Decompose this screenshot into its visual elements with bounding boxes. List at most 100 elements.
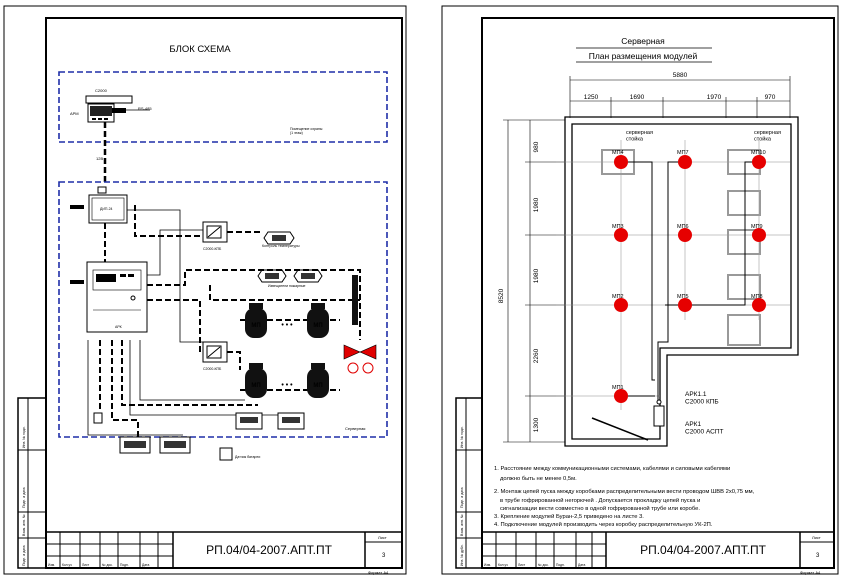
svg-text:980: 980 bbox=[533, 141, 540, 152]
svg-text:Подп. и дата: Подп. и дата bbox=[22, 545, 26, 566]
bottom-zone bbox=[58, 181, 388, 438]
svg-text:Формат А4: Формат А4 bbox=[800, 570, 821, 575]
svg-text:МП3: МП3 bbox=[612, 224, 624, 230]
kpb-module-1 bbox=[202, 221, 228, 243]
right-stamp-column: Инв. № подл. Подп. и дата Взам. инв. № И… bbox=[455, 397, 483, 569]
modules-layer: МП4 МП7 МП10 МП3 МП6 МП9 МП2 МП5 МП8 МП1 bbox=[612, 150, 766, 403]
svg-text:Взам. инв. №: Взам. инв. № bbox=[22, 514, 26, 536]
right-subtitle: План размещения модулей bbox=[589, 51, 698, 61]
svg-text:Подп.: Подп. bbox=[556, 563, 565, 567]
svg-text:3: 3 bbox=[382, 553, 386, 559]
left-sheet: БЛОК СХЕМА Помещение охраны (1 этаж) С20… bbox=[3, 5, 407, 575]
svg-text:Изм.: Изм. bbox=[484, 563, 491, 567]
junction-box bbox=[653, 405, 665, 427]
svg-text:3. Крепление модулей Буран-2,5: 3. Крепление модулей Буран-2,5 приведено… bbox=[494, 513, 644, 520]
svg-text:2260: 2260 bbox=[533, 348, 540, 363]
svg-text:ДИП-24: ДИП-24 bbox=[100, 207, 113, 211]
bottom-devices bbox=[93, 412, 305, 461]
svg-text:должно быть не менее 0,5м.: должно быть не менее 0,5м. bbox=[500, 476, 577, 482]
svg-text:С2000-КПБ: С2000-КПБ bbox=[203, 247, 222, 251]
svg-text:3: 3 bbox=[816, 553, 820, 559]
svg-text:1980: 1980 bbox=[533, 197, 540, 212]
left-title-block: Изм. Кол.уч Лист № док. Подп. Дата РП.04… bbox=[45, 531, 403, 575]
svg-text:Серверная: Серверная bbox=[345, 426, 365, 431]
main-panel bbox=[86, 261, 148, 333]
svg-text:• • •: • • • bbox=[281, 382, 293, 389]
svg-text:1970: 1970 bbox=[707, 94, 722, 101]
svg-text:12В: 12В bbox=[96, 156, 103, 161]
busbar bbox=[352, 275, 358, 325]
right-doc-code: РП.04/04-2007.АПТ.ПТ bbox=[640, 543, 766, 557]
svg-text:1980: 1980 bbox=[533, 268, 540, 283]
svg-text:RS-485: RS-485 bbox=[138, 106, 152, 111]
left-doc-code: РП.04/04-2007.АПТ.ПТ bbox=[206, 543, 332, 557]
top-zone bbox=[58, 71, 388, 143]
svg-text:Подп. и дата: Подп. и дата bbox=[460, 487, 464, 508]
svg-text:МП9: МП9 bbox=[751, 224, 763, 230]
right-title-block: Изм. Кол.уч Лист № док. Подп. Дата РП.04… bbox=[481, 531, 835, 575]
svg-text:Лист: Лист bbox=[82, 563, 90, 567]
svg-text:сигнализации вести совместно в: сигнализации вести совместно в одной гоф… bbox=[500, 505, 700, 512]
svg-text:• • •: • • • bbox=[281, 322, 293, 329]
svg-text:Инв. № подл.: Инв. № подл. bbox=[22, 426, 26, 448]
mp-modules: МП МП МП МП • • • • • • bbox=[245, 303, 329, 398]
svg-text:МП10: МП10 bbox=[751, 150, 766, 156]
svg-text:АРК: АРК bbox=[115, 325, 123, 329]
room-walls bbox=[564, 116, 799, 447]
svg-text:1300: 1300 bbox=[533, 417, 540, 432]
svg-text:МП6: МП6 bbox=[677, 224, 689, 230]
svg-text:970: 970 bbox=[765, 94, 776, 101]
svg-text:Дата: Дата bbox=[142, 563, 149, 567]
computer-icon bbox=[85, 95, 133, 123]
svg-text:Формат А4: Формат А4 bbox=[368, 570, 389, 575]
svg-text:Инв. № дубл.: Инв. № дубл. bbox=[460, 544, 464, 566]
svg-text:Лист: Лист bbox=[812, 535, 821, 540]
svg-text:Подп. и дата: Подп. и дата bbox=[22, 487, 26, 508]
svg-text:5880: 5880 bbox=[673, 72, 688, 79]
notes: 1. Расстояние между коммуникационными си… bbox=[494, 466, 755, 528]
svg-text:МП7: МП7 bbox=[677, 150, 689, 156]
smoke-detectors bbox=[257, 269, 323, 283]
svg-text:МП: МП bbox=[313, 323, 322, 329]
svg-text:1690: 1690 bbox=[630, 94, 645, 101]
svg-text:Кол.уч: Кол.уч bbox=[498, 563, 508, 567]
svg-text:Контроль температуры: Контроль температуры bbox=[262, 244, 300, 248]
svg-text:Дата: Дата bbox=[578, 563, 585, 567]
svg-text:МП: МП bbox=[251, 323, 260, 329]
svg-text:Лист: Лист bbox=[518, 563, 526, 567]
svg-text:4. Подключение модулей произво: 4. Подключение модулей производить через… bbox=[494, 521, 713, 528]
server-racks bbox=[601, 149, 761, 346]
svg-text:МП: МП bbox=[313, 383, 322, 389]
svg-text:МП: МП bbox=[251, 383, 260, 389]
left-title: БЛОК СХЕМА bbox=[169, 44, 231, 55]
svg-text:МП8: МП8 bbox=[751, 294, 763, 300]
temp-sensor bbox=[263, 231, 295, 245]
alarm-siren bbox=[343, 344, 377, 374]
svg-text:Лист: Лист bbox=[378, 535, 387, 540]
svg-text:МП4: МП4 bbox=[612, 150, 624, 156]
right-title: Серверная bbox=[621, 36, 665, 46]
svg-text:Изм.: Изм. bbox=[48, 563, 55, 567]
svg-text:1. Расстояние между коммуникац: 1. Расстояние между коммуникационными си… bbox=[494, 466, 730, 472]
svg-text:2. Монтаж цепей пуска между ко: 2. Монтаж цепей пуска между коробками ра… bbox=[494, 488, 755, 495]
svg-text:в трубе гофрированной негорюче: в трубе гофрированной негорючей . Допуск… bbox=[500, 497, 700, 504]
dip-device bbox=[88, 186, 128, 224]
svg-text:Датчик батареи: Датчик батареи bbox=[235, 455, 260, 459]
left-stamp-column: Инв. № подл. Подп. и дата Взам. инв. № П… bbox=[17, 397, 47, 569]
svg-text:№ док.: № док. bbox=[538, 563, 549, 567]
top-zone-label: Помещение охраны (1 этаж) bbox=[290, 127, 323, 135]
svg-text:Инв. № подл.: Инв. № подл. bbox=[460, 426, 464, 448]
svg-text:АРМ: АРМ bbox=[70, 111, 79, 116]
svg-text:Взам. инв. №: Взам. инв. № bbox=[460, 514, 464, 536]
svg-text:МП5: МП5 bbox=[677, 294, 689, 300]
svg-text:МП2: МП2 bbox=[612, 294, 624, 300]
svg-text:МП1: МП1 bbox=[612, 385, 624, 391]
svg-text:Подп.: Подп. bbox=[120, 563, 129, 567]
svg-text:Кол.уч: Кол.уч bbox=[62, 563, 72, 567]
svg-text:1250: 1250 bbox=[584, 94, 599, 101]
